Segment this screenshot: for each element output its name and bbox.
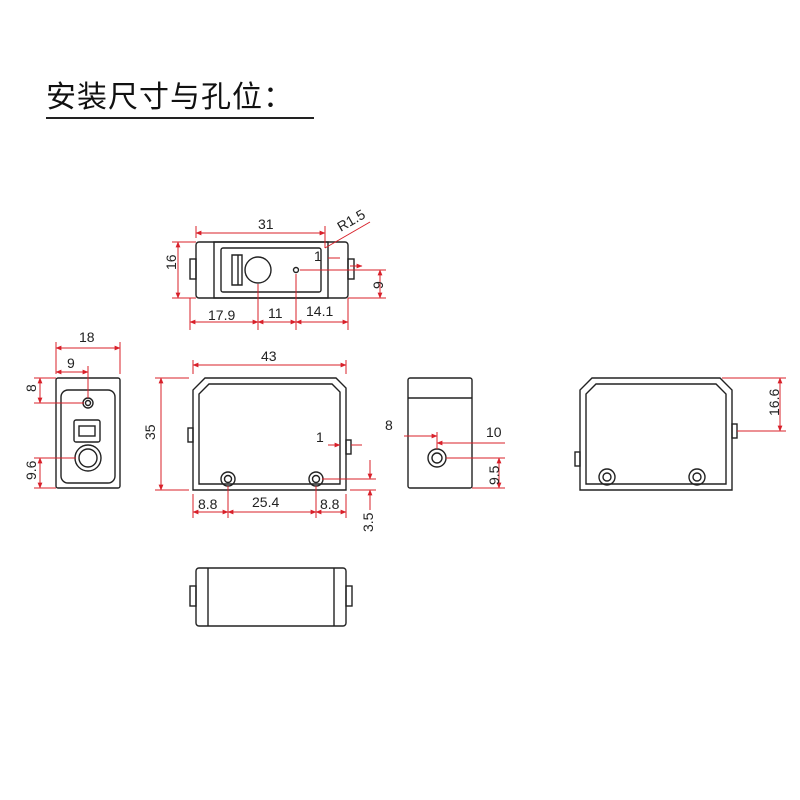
bottom-view-body	[195, 567, 347, 627]
bottom-view	[189, 567, 353, 627]
dim-left-top-hole-y: 8	[23, 384, 39, 392]
dim-top-width: 31	[258, 216, 274, 232]
right-view	[407, 377, 473, 489]
top-view-right-tab	[347, 258, 355, 280]
dim-top-right-offset: 1	[314, 248, 322, 264]
right-view-body	[407, 377, 473, 489]
dim-top-right-span: 14.1	[306, 303, 333, 319]
dim-left-bottom-hole-y: 9.6	[23, 460, 39, 480]
dim-left-width: 18	[79, 329, 95, 345]
top-view-lens	[244, 256, 272, 284]
dim-top-radius: R1.5	[334, 206, 368, 235]
dim-right-hole-height: 9.5	[486, 465, 502, 485]
dim-top-height: 16	[163, 254, 179, 270]
back-view	[574, 377, 738, 491]
dim-front-width: 43	[261, 348, 277, 364]
back-view-mount-hole-right	[688, 468, 706, 486]
dim-front-side-offset: 1	[316, 429, 324, 445]
front-view-body	[192, 377, 347, 491]
dim-top-left-span: 17.9	[208, 307, 235, 323]
top-view-left-tab	[189, 258, 197, 280]
right-view-hole	[427, 448, 447, 468]
front-view-face	[198, 383, 341, 485]
dim-left-hole-x: 9	[67, 355, 75, 371]
left-view-dimensions	[34, 342, 121, 489]
top-view-led	[292, 266, 300, 274]
dim-back-height: 16.6	[766, 389, 782, 416]
top-view-connector	[231, 254, 243, 286]
left-view-top-hole	[82, 397, 94, 409]
dim-top-hole-height: 9	[370, 281, 386, 289]
back-view-body	[579, 377, 733, 491]
top-view-dimensions	[172, 221, 386, 330]
dim-front-hole-spacing: 25.4	[252, 494, 279, 510]
front-view-left-tab	[187, 427, 194, 443]
dim-front-hole-y: 3.5	[360, 512, 376, 532]
back-view-mount-hole-left	[598, 468, 616, 486]
front-view	[187, 377, 352, 491]
title-underline	[46, 117, 314, 119]
dim-front-left-margin: 8.8	[198, 496, 218, 512]
page-title: 安装尺寸与孔位：	[46, 80, 294, 115]
right-view-dimensions	[404, 432, 505, 489]
back-view-dimensions	[722, 377, 786, 432]
front-view-dimensions	[155, 360, 376, 518]
dim-front-right-margin: 8.8	[320, 496, 340, 512]
dim-right-right-offset: 10	[486, 424, 502, 440]
back-view-face	[585, 383, 727, 485]
dim-front-height: 35	[142, 424, 158, 440]
dim-top-mid-span: 11	[268, 305, 283, 321]
dim-right-left-offset: 8	[385, 417, 393, 433]
left-view-usb-port	[73, 419, 101, 443]
